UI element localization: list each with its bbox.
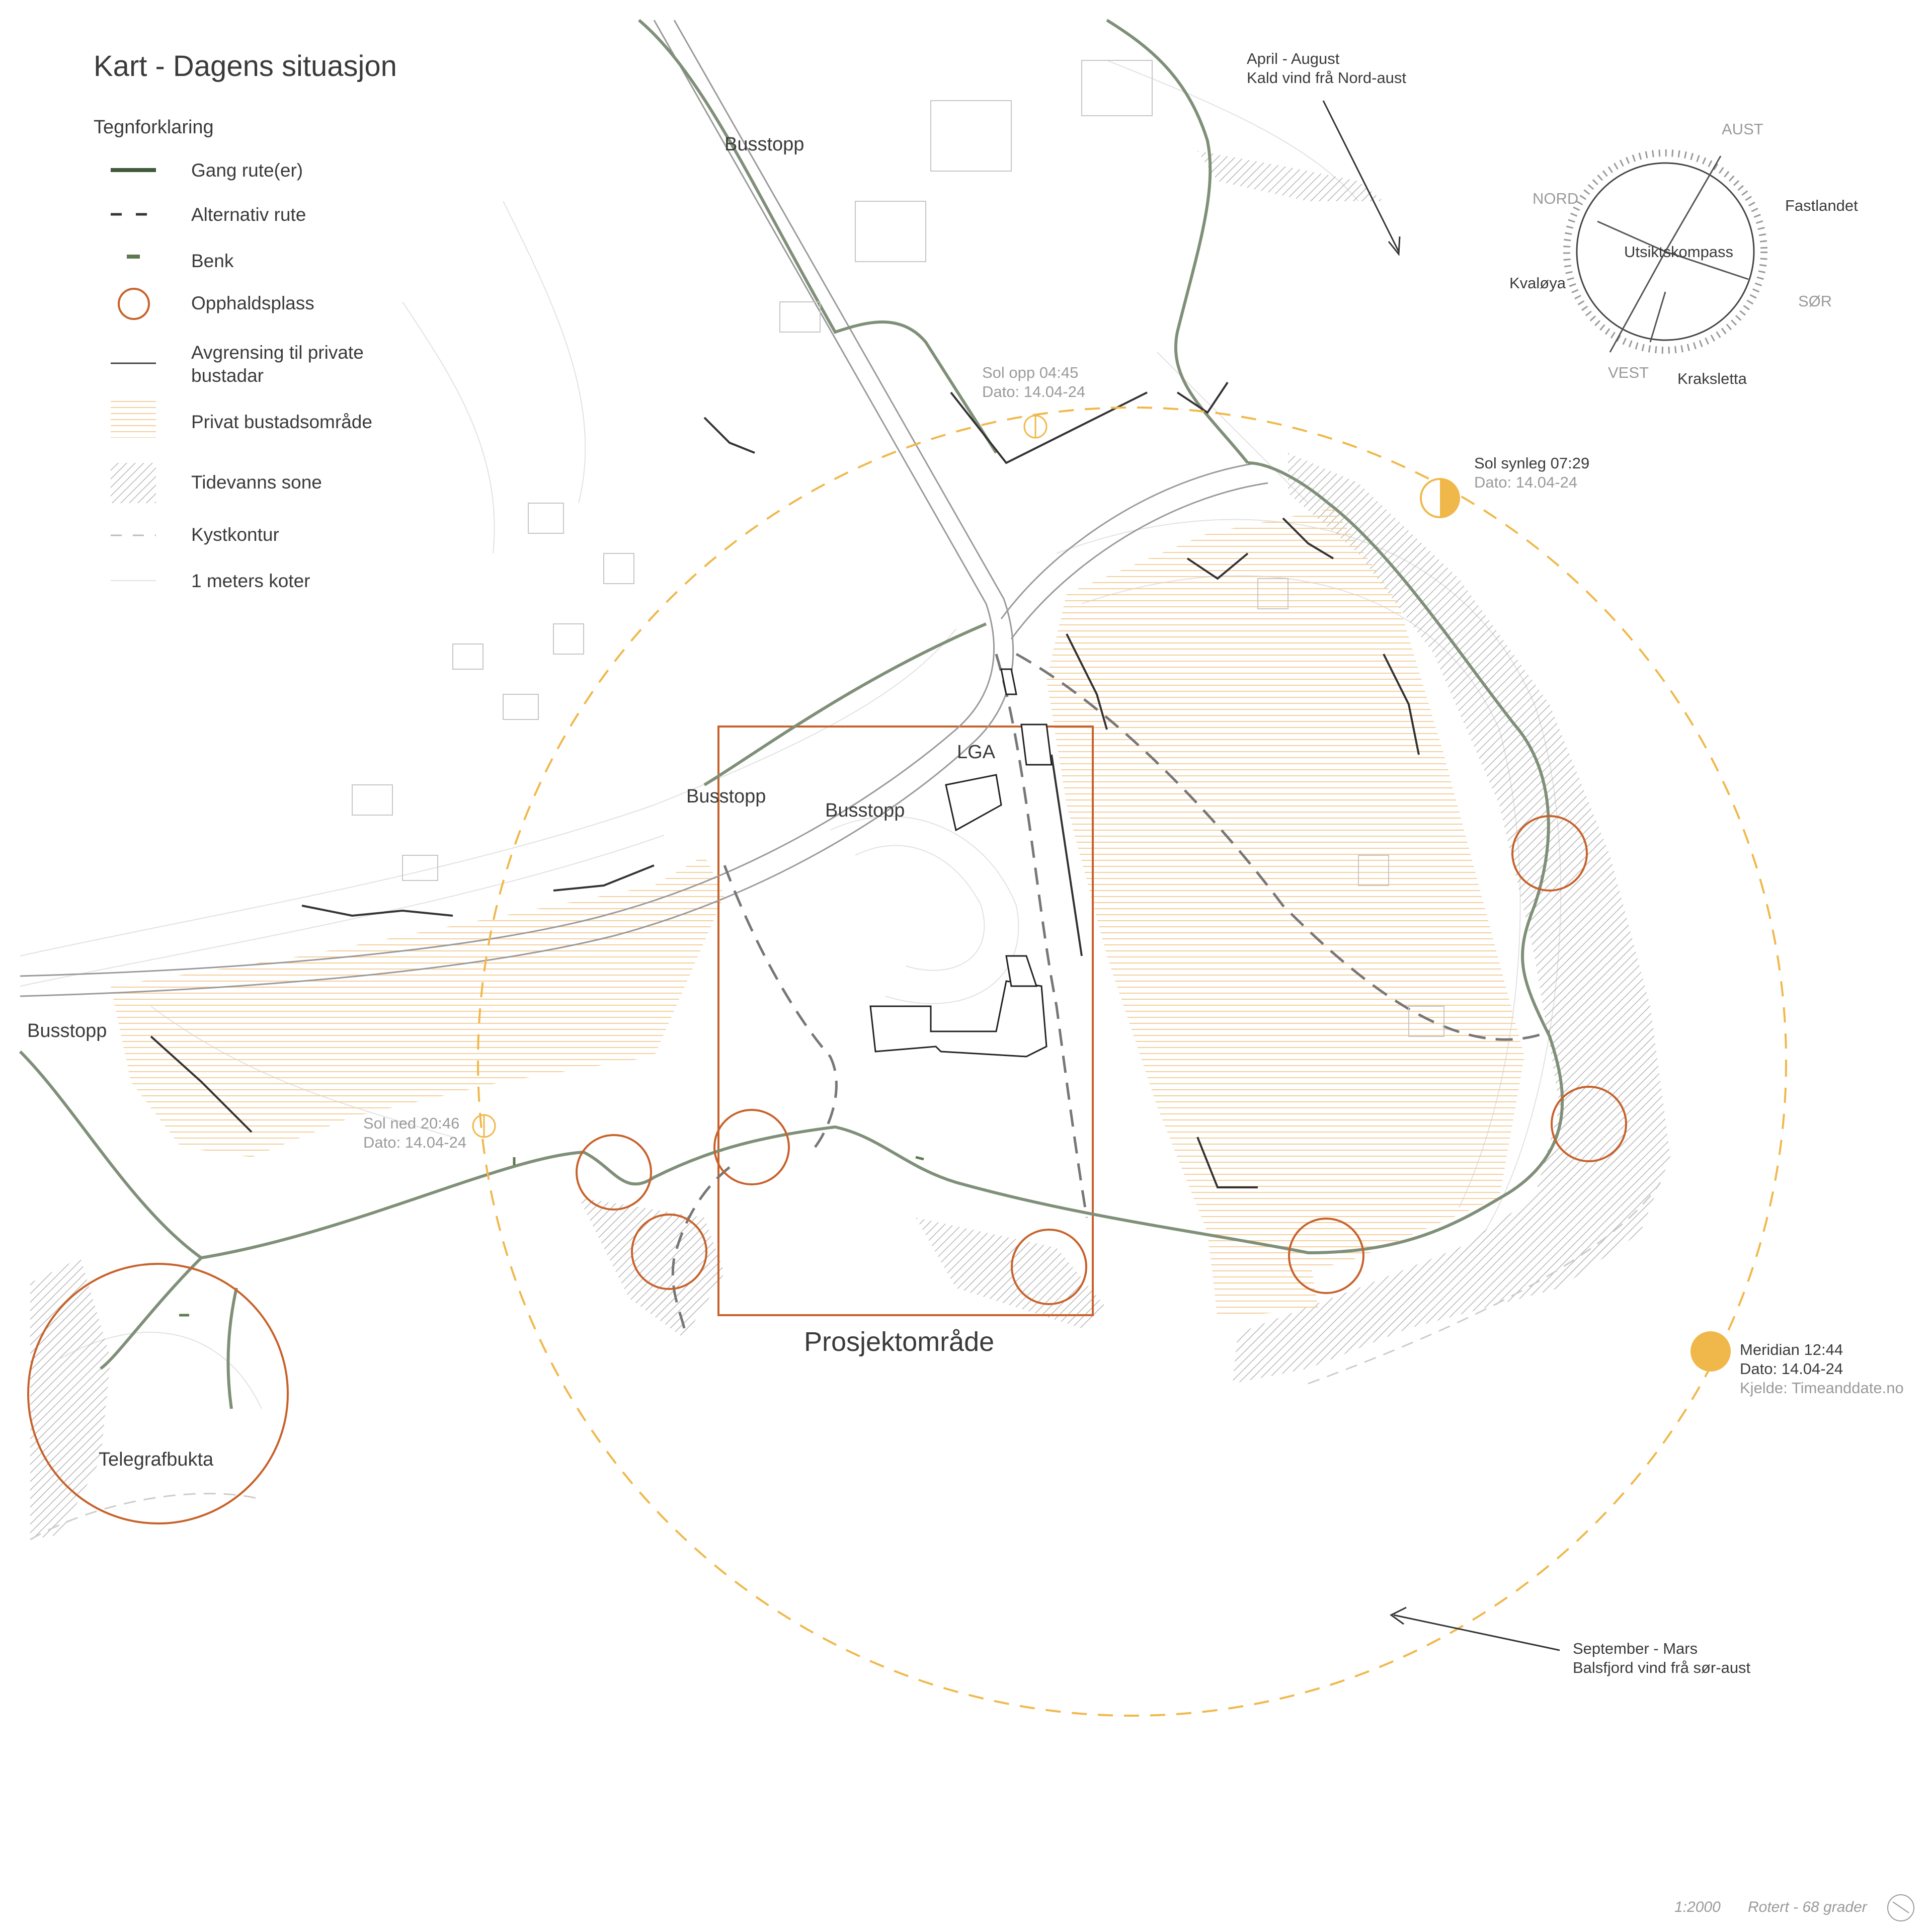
compass-aust: AUST <box>1722 120 1763 138</box>
private-residential-area <box>111 508 1524 1318</box>
sun-set-time: Sol ned 20:46 <box>363 1114 460 1132</box>
sun-meridian-date: Dato: 14.04-24 <box>1740 1360 1843 1378</box>
stay-place <box>1551 1086 1627 1162</box>
alternative-routes <box>671 653 1550 1329</box>
stay-place <box>1011 1229 1087 1305</box>
sun-rise-label: Sol opp 04:45 Dato: 14.04-24 <box>982 363 1085 401</box>
sun-set-label: Sol ned 20:46 Dato: 14.04-24 <box>363 1114 466 1152</box>
sun-meridian-label: Meridian 12:44 Dato: 14.04-24 Kjelde: Ti… <box>1740 1340 1904 1398</box>
legend-label-coastline: Kystkontur <box>191 524 279 545</box>
view-compass <box>1563 149 1767 354</box>
residential-houses <box>352 60 1444 1037</box>
wind-northeast-label: April - August Kald vind frå Nord-aust <box>1247 49 1406 88</box>
sun-visible-marker <box>1420 478 1460 518</box>
label-bus-stop-center: Busstopp <box>825 800 905 821</box>
stay-place <box>1511 815 1588 892</box>
buildings <box>869 668 1053 1058</box>
rotation-label: Rotert - 68 grader <box>1748 1899 1867 1915</box>
sun-visible-date: Dato: 14.04-24 <box>1474 473 1578 491</box>
wind-southeast-period: September - Mars <box>1573 1640 1698 1657</box>
legend-label-walking-route: Gang rute(er) <box>191 160 303 181</box>
sun-meridian-source: Kjelde: Timeanddate.no <box>1740 1379 1904 1397</box>
legend-label-alternative-route: Alternativ rute <box>191 204 306 225</box>
label-bus-stop-far-west: Busstopp <box>27 1020 107 1041</box>
stay-places <box>27 815 1627 1524</box>
legend-label-contours: 1 meters koter <box>191 571 310 591</box>
stay-place <box>713 1109 790 1185</box>
project-area-frame <box>717 726 1094 1316</box>
label-bus-stop-west: Busstopp <box>686 786 766 807</box>
wind-northeast-desc: Kald vind frå Nord-aust <box>1247 69 1407 87</box>
sun-rise-time: Sol opp 04:45 <box>982 364 1079 381</box>
stay-place-telegrafbukta <box>27 1263 289 1524</box>
sun-visible-label: Sol synleg 07:29 Dato: 14.04-24 <box>1474 454 1589 492</box>
legend-label-bench: Benk <box>191 251 234 271</box>
compass-kraksletta: Kraksletta <box>1677 370 1747 387</box>
sun-meridian-time: Meridian 12:44 <box>1740 1341 1843 1358</box>
compass-fastlandet: Fastlandet <box>1785 197 1858 214</box>
legend-label-private-residential: Privat bustadsområde <box>191 412 372 432</box>
compass-sor: SØR <box>1798 292 1832 310</box>
legend-label-private-boundary: Avgrensing til private bustadar <box>191 342 364 386</box>
compass-nord: NORD <box>1533 190 1579 207</box>
legend-heading: Tegnforklaring <box>94 117 214 138</box>
sun-visible-time: Sol synleg 07:29 <box>1474 454 1590 472</box>
walking-routes <box>19 19 1564 1409</box>
stay-place <box>1288 1218 1364 1294</box>
sun-meridian-marker <box>1691 1331 1731 1372</box>
north-arrow-icon <box>1887 1894 1914 1921</box>
scale-label: 1:2000 <box>1674 1899 1721 1915</box>
map-title: Kart - Dagens situasjon <box>94 50 397 83</box>
legend-label-tidal-zone: Tidevanns sone <box>191 472 322 493</box>
main-road <box>20 20 1268 997</box>
label-lga: LGA <box>957 742 996 763</box>
label-project-area: Prosjektområde <box>804 1327 995 1357</box>
wind-southeast-label: September - Mars Balsfjord vind frå sør-… <box>1573 1639 1750 1677</box>
sun-rise-date: Dato: 14.04-24 <box>982 383 1086 400</box>
legend-symbols <box>111 168 156 581</box>
stay-place <box>631 1214 707 1290</box>
label-telegrafbukta: Telegrafbukta <box>99 1449 214 1470</box>
compass-center-label: Utsiktskompass <box>1624 243 1734 261</box>
wind-northeast-period: April - August <box>1247 50 1340 67</box>
sun-set-date: Dato: 14.04-24 <box>363 1134 467 1151</box>
private-boundaries <box>150 381 1420 1188</box>
compass-vest: VEST <box>1608 364 1649 381</box>
wind-southeast-desc: Balsfjord vind frå sør-aust <box>1573 1659 1751 1676</box>
sun-path <box>477 407 1787 1717</box>
legend-label-stay-place: Opphaldsplass <box>191 293 314 313</box>
label-bus-stop-north: Busstopp <box>725 134 804 155</box>
stay-place <box>576 1134 652 1211</box>
benches <box>179 1156 924 1317</box>
coastline <box>30 1182 1661 1541</box>
wind-arrows <box>1322 100 1560 1651</box>
compass-kvaloya: Kvaløya <box>1509 274 1566 292</box>
